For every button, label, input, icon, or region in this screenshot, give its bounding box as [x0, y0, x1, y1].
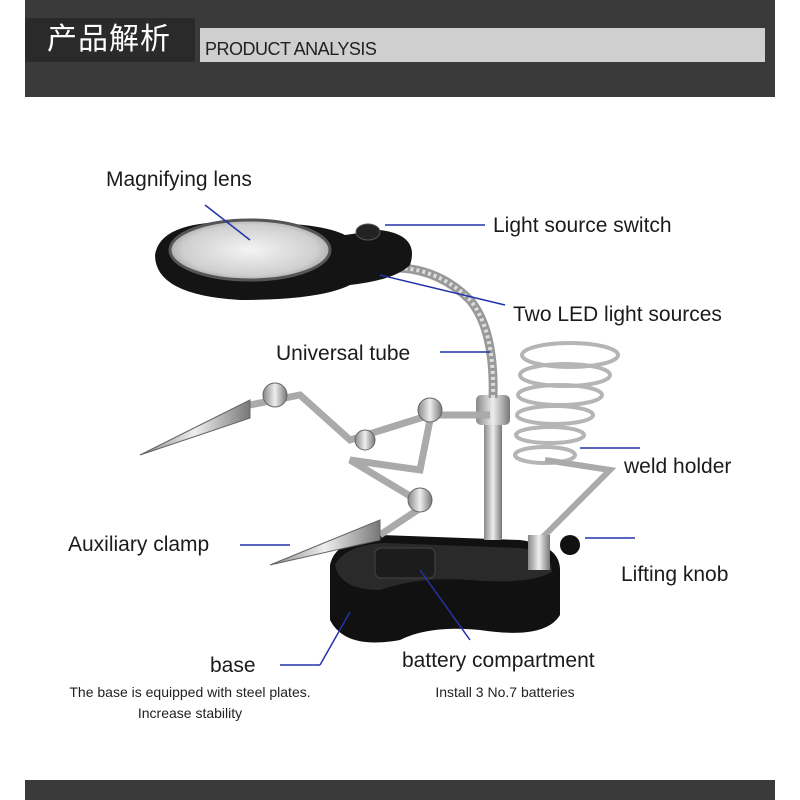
note-base-line1: The base is equipped with steel plates.	[69, 684, 311, 700]
holder-socket	[528, 535, 550, 570]
label-magnifying-lens: Magnifying lens	[106, 168, 252, 191]
title-chinese: 产品解析	[25, 18, 195, 62]
label-universal-tube: Universal tube	[276, 342, 411, 365]
clamp-arm-lower	[348, 419, 434, 538]
wing-nut-2	[417, 397, 443, 423]
battery-door	[374, 547, 436, 579]
alligator-clip-upper	[139, 399, 251, 456]
wing-nut-1	[262, 382, 288, 408]
label-battery-compartment: battery compartment	[402, 649, 595, 672]
weld-holder-rod	[537, 457, 617, 543]
note-battery: Install 3 No.7 batteries	[435, 684, 575, 700]
leader-lines	[204, 204, 640, 666]
weld-holder-spiral	[513, 341, 620, 465]
gooseneck-tube	[399, 263, 498, 399]
switch-button	[355, 223, 381, 241]
pillar	[484, 410, 502, 540]
pillar-collar	[476, 395, 510, 425]
title-english: PRODUCT ANALYSIS	[205, 39, 377, 59]
wing-nut-4	[354, 429, 376, 451]
label-base: base	[210, 654, 256, 677]
note-base: The base is equipped with steel plates. …	[40, 682, 340, 724]
label-lifting-knob: Lifting knob	[621, 563, 729, 586]
alligator-clip-lower	[269, 519, 381, 566]
label-led-light-sources: Two LED light sources	[513, 303, 722, 326]
magnifier-glass	[168, 218, 332, 282]
label-auxiliary-clamp: Auxiliary clamp	[68, 533, 210, 556]
label-weld-holder: weld holder	[624, 455, 732, 478]
note-base-line2: Increase stability	[137, 705, 243, 721]
label-light-source-switch: Light source switch	[493, 214, 672, 237]
lifting-knob	[560, 535, 580, 555]
wing-nut-3	[407, 487, 433, 513]
footer-band	[25, 780, 775, 800]
title-english-bar	[200, 28, 765, 62]
